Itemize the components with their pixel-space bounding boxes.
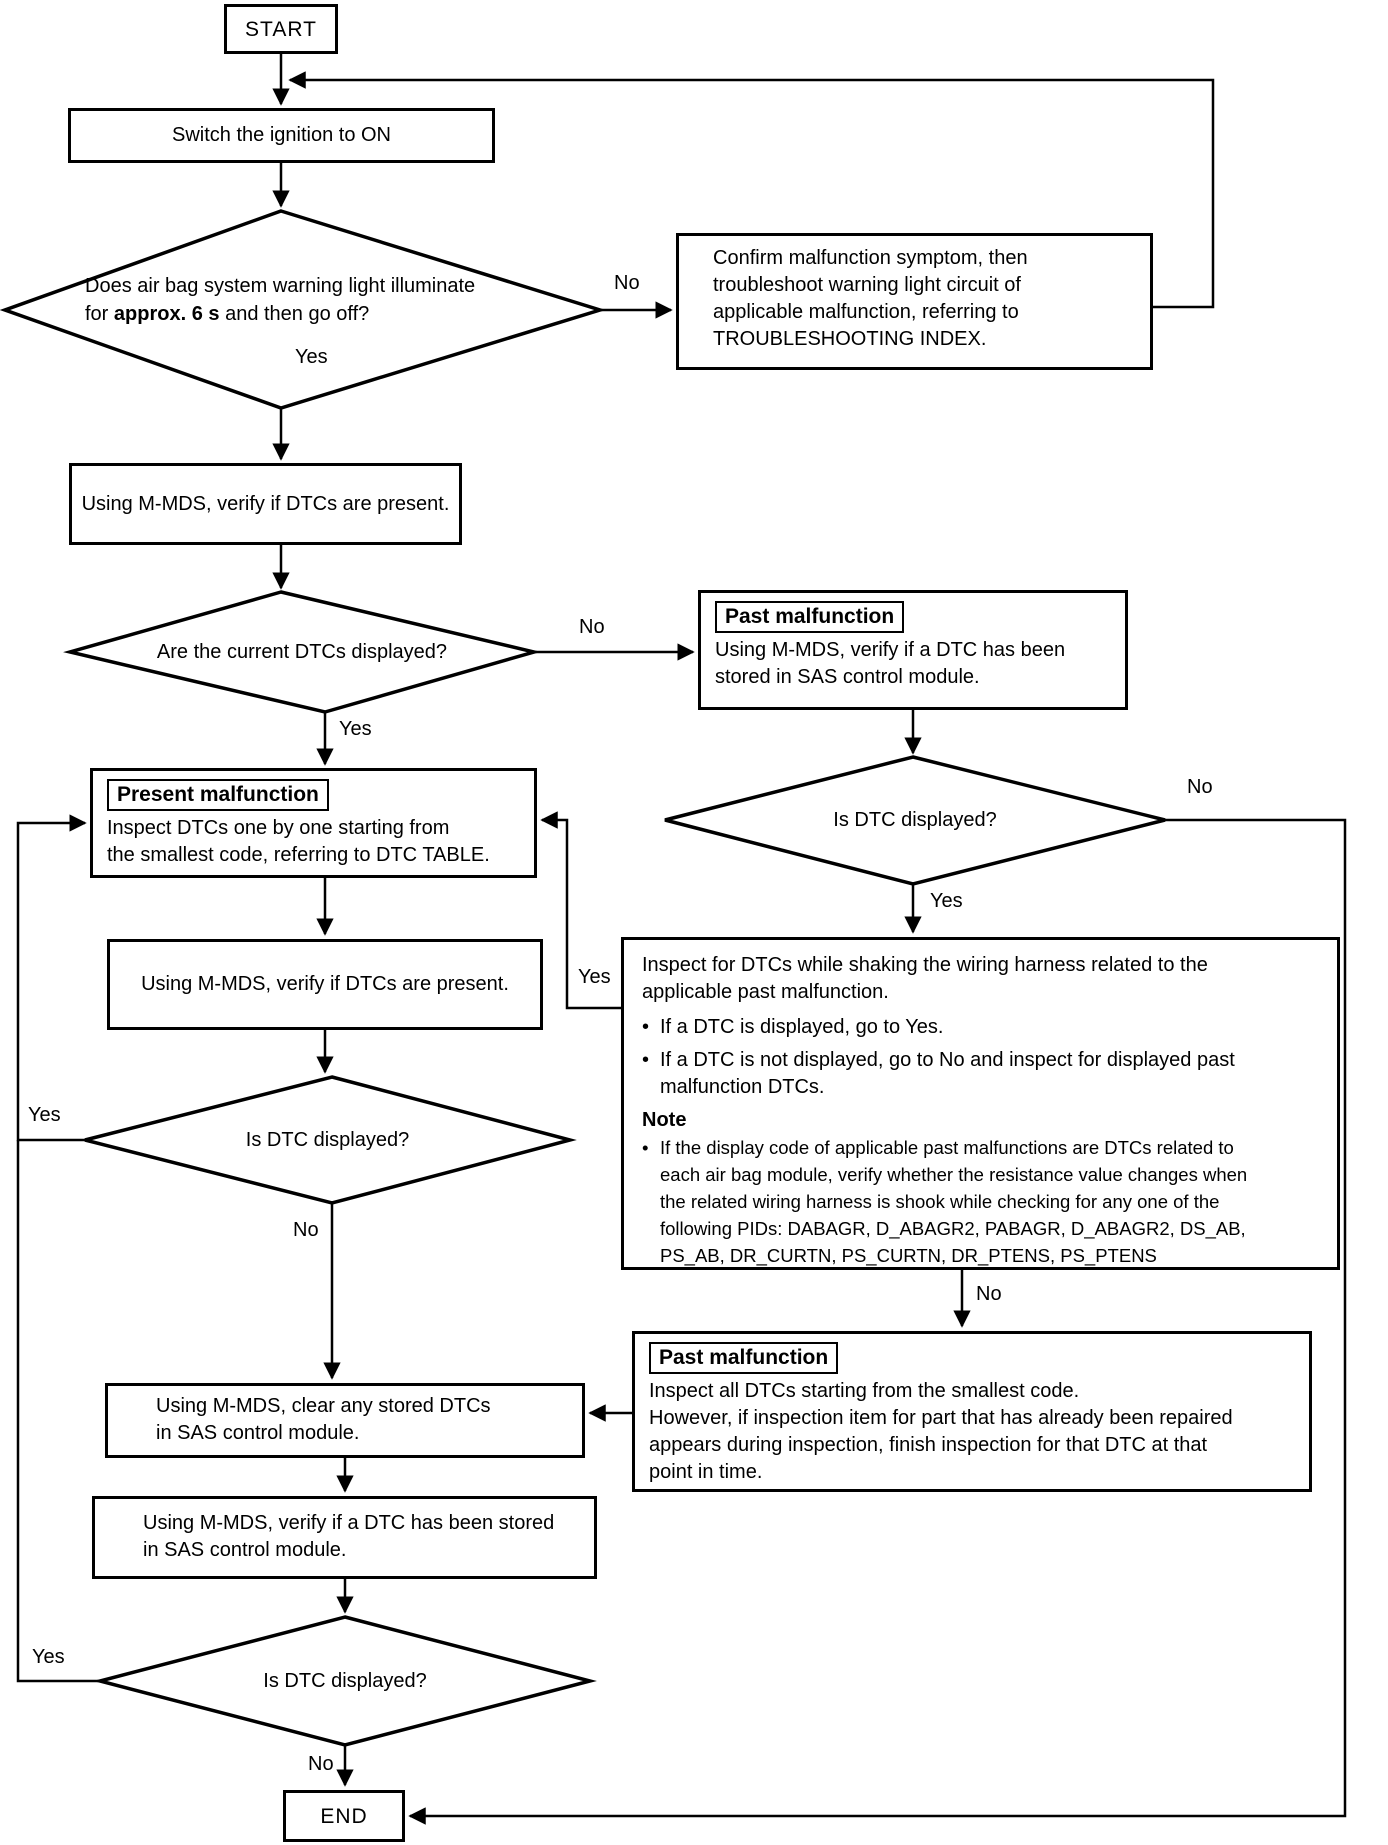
clear-dtcs-line-2: in SAS control module.: [156, 1422, 360, 1444]
verify-stored-line-1: Using M-MDS, verify if a DTC has been st…: [143, 1512, 555, 1534]
edge-label-yes-shake: Yes: [576, 966, 613, 988]
past-malfunction-1-tag: Past malfunction: [715, 601, 905, 633]
end-label: END: [320, 1804, 368, 1828]
note-bullet-line-2: each air bag module, verify whether the …: [660, 1164, 1248, 1185]
bullet-icon: •: [642, 1016, 650, 1038]
end-node: END: [283, 1790, 405, 1842]
past-malfunction-1-node: Past malfunction Using M-MDS, verify if …: [698, 590, 1128, 710]
present-line-1: Inspect DTCs one by one starting from: [107, 817, 450, 839]
verify-dtcs-1-label: Using M-MDS, verify if DTCs are present.: [81, 492, 450, 515]
confirm-line-2: troubleshoot warning light circuit of: [713, 274, 1021, 296]
past2-line-3: appears during inspection, finish inspec…: [649, 1434, 1208, 1456]
past2-line-1: Inspect all DTCs starting from the small…: [649, 1380, 1080, 1402]
verify-dtcs-2-label: Using M-MDS, verify if DTCs are present.: [141, 973, 509, 995]
decision-dtc-displayed-3: [93, 1615, 597, 1747]
switch-ignition-node: Switch the ignition to ON: [68, 108, 495, 163]
confirm-line-3: applicable malfunction, referring to: [713, 301, 1019, 323]
decision-dtc-displayed-2: [84, 1075, 577, 1205]
present-malfunction-tag: Present malfunction: [107, 779, 329, 811]
past2-line-4: point in time.: [649, 1461, 763, 1483]
confirm-line-1: Confirm malfunction symptom, then: [713, 247, 1028, 269]
past1-line-1: Using M-MDS, verify if a DTC has been: [715, 639, 1066, 661]
present-line-2: the smallest code, referring to DTC TABL…: [107, 844, 490, 866]
edge-label-yes-warning: Yes: [293, 346, 330, 368]
note-bullet: • If the display code of applicable past…: [642, 1134, 1325, 1269]
edge-label-no-dtc1: No: [1185, 776, 1215, 798]
past1-line-2: stored in SAS control module.: [715, 666, 980, 688]
edge-label-no-current: No: [577, 616, 607, 638]
verify-stored-node: Using M-MDS, verify if a DTC has been st…: [92, 1496, 597, 1579]
shake-para-line-2: applicable past malfunction.: [642, 981, 889, 1003]
past-malfunction-2-tag: Past malfunction: [649, 1342, 839, 1374]
start-label: START: [245, 17, 317, 41]
verify-dtcs-2-node: Using M-MDS, verify if DTCs are present.: [107, 939, 543, 1030]
edge-label-no-warning: No: [612, 272, 642, 294]
note-bullet-line-3: the related wiring harness is shook whil…: [660, 1191, 1220, 1212]
edge-label-yes-dtc3: Yes: [30, 1646, 67, 1668]
decision-dtc-displayed-1: [664, 755, 1166, 886]
note-bullet-line-4: following PIDs: DABAGR, D_ABAGR2, PABAGR…: [660, 1218, 1246, 1239]
present-malfunction-node: Present malfunction Inspect DTCs one by …: [90, 768, 537, 878]
edge-label-yes-dtc1: Yes: [928, 890, 965, 912]
note-bullet-line-5: PS_AB, DR_CURTN, PS_CURTN, DR_PTENS, PS_…: [660, 1245, 1157, 1266]
decision-current-dtcs: [63, 590, 541, 714]
switch-ignition-label: Switch the ignition to ON: [172, 124, 391, 146]
edge-label-no-dtc3: No: [306, 1753, 336, 1775]
verify-dtcs-1-node: Using M-MDS, verify if DTCs are present.: [69, 463, 462, 545]
clear-dtcs-node: Using M-MDS, clear any stored DTCs in SA…: [105, 1383, 585, 1458]
shake-bullet-1-text: If a DTC is displayed, go to Yes.: [660, 1016, 944, 1038]
edge-confirm-feedback: [288, 71, 1215, 309]
edge-label-yes-dtc2: Yes: [26, 1104, 63, 1126]
bullet-icon: •: [642, 1049, 650, 1071]
confirm-malfunction-node: Confirm malfunction symptom, then troubl…: [676, 233, 1153, 370]
edge-dtc3-yes-join: [16, 1140, 100, 1683]
edge-label-no-dtc2: No: [291, 1219, 321, 1241]
verify-stored-line-2: in SAS control module.: [143, 1539, 347, 1561]
shake-para-line-1: Inspect for DTCs while shaking the wirin…: [642, 954, 1208, 976]
shake-harness-note-node: Inspect for DTCs while shaking the wirin…: [621, 937, 1340, 1270]
shake-bullet-1: • If a DTC is displayed, go to Yes.: [642, 1014, 1325, 1041]
edge-dtc2-yes-to-present: [16, 814, 87, 1142]
start-node: START: [224, 4, 338, 54]
note-bullet-line-1: If the display code of applicable past m…: [660, 1137, 1234, 1158]
clear-dtcs-line-1: Using M-MDS, clear any stored DTCs: [156, 1395, 491, 1417]
shake-bullet-2-line-1: If a DTC is not displayed, go to No and …: [660, 1049, 1235, 1071]
shake-bullet-2-line-2: malfunction DTCs.: [660, 1076, 825, 1098]
past-malfunction-2-node: Past malfunction Inspect all DTCs starti…: [632, 1331, 1312, 1492]
note-heading: Note: [642, 1109, 687, 1131]
confirm-line-4: TROUBLESHOOTING INDEX.: [713, 328, 987, 350]
edge-dtc1-no-to-end: [408, 818, 1347, 1825]
past2-line-2: However, if inspection item for part tha…: [649, 1407, 1233, 1429]
shake-bullet-2: • If a DTC is not displayed, go to No an…: [642, 1047, 1325, 1101]
edge-label-yes-current: Yes: [337, 718, 374, 740]
edge-label-no-shake: No: [974, 1283, 1004, 1305]
edge-shake-yes-to-present: [540, 811, 621, 1010]
decision-warning-light: [0, 209, 606, 410]
bullet-icon: •: [642, 1137, 649, 1158]
